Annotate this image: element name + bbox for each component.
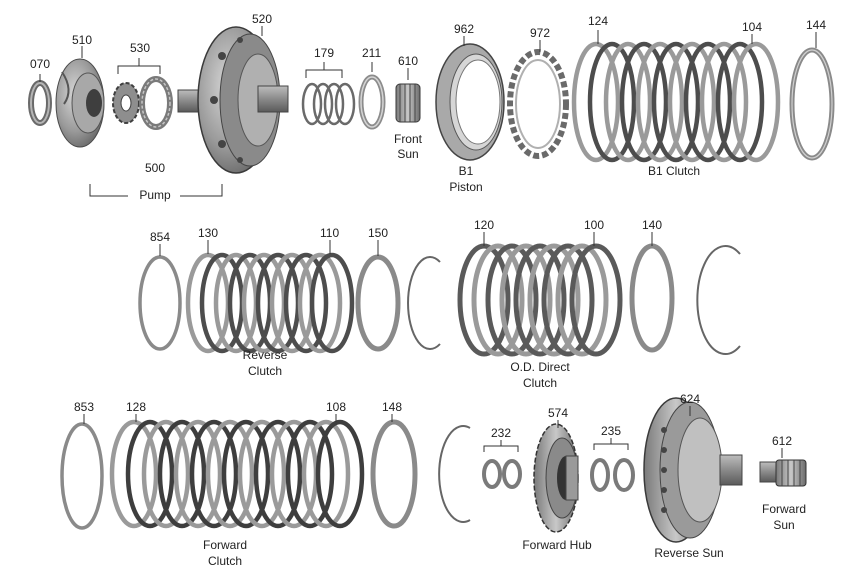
part-140-pressure-plate — [629, 243, 675, 353]
name-b1-piston-line1: B1 — [458, 164, 474, 178]
label-520: 520 — [252, 12, 273, 26]
label-108: 108 — [326, 400, 347, 414]
od-direct-snap-ring — [696, 245, 741, 355]
name-forward-sun-line2: Sun — [773, 518, 795, 532]
label-179: 179 — [314, 46, 335, 60]
label-128: 128 — [126, 400, 147, 414]
name-pump: Pump — [139, 188, 171, 202]
part-forward-clutch-pack — [109, 419, 365, 529]
name-reverse-clutch-line1: Reverse — [242, 348, 288, 362]
name-forward-clutch-line2: Clutch — [207, 554, 242, 568]
label-120: 120 — [474, 218, 495, 232]
name-reverse-sun: Reverse Sun — [654, 546, 724, 560]
part-144-pressure-plate — [789, 47, 835, 161]
part-150-pressure-plate — [355, 254, 401, 352]
part-b1-clutch-pack — [571, 41, 781, 163]
label-854: 854 — [150, 230, 171, 244]
label-232: 232 — [491, 426, 512, 440]
forward-clutch-snap-ring — [438, 425, 471, 523]
name-front-sun-line1: Front — [393, 132, 422, 146]
name-forward-clutch-line1: Forward — [202, 538, 247, 552]
part-972-return-spring — [507, 49, 569, 159]
part-624-reverse-sun-drum — [643, 397, 743, 543]
label-110: 110 — [320, 226, 340, 240]
label-144: 144 — [806, 18, 827, 32]
name-reverse-clutch-line2: Clutch — [247, 364, 282, 378]
part-612-forward-sun — [759, 459, 807, 487]
reverse-clutch-snap-ring — [407, 256, 441, 350]
label-130: 130 — [198, 226, 219, 240]
part-962-b1-piston — [435, 43, 505, 161]
label-070: 070 — [30, 57, 51, 71]
part-574-forward-hub — [533, 423, 579, 533]
label-148: 148 — [382, 400, 403, 414]
name-forward-hub: Forward Hub — [522, 538, 592, 552]
name-front-sun-line2: Sun — [397, 147, 419, 161]
label-610: 610 — [398, 54, 419, 68]
label-530: 530 — [130, 41, 151, 55]
part-510-pump-cover — [55, 58, 105, 148]
label-574: 574 — [548, 406, 569, 420]
label-624: 624 — [680, 392, 701, 406]
part-211-thrust-ring — [358, 74, 386, 130]
label-235: 235 — [601, 424, 622, 438]
part-reverse-clutch-pack — [185, 252, 355, 354]
part-854-plate — [138, 255, 182, 351]
part-610-front-sun — [395, 83, 421, 123]
part-070-washer — [28, 80, 52, 126]
label-140: 140 — [642, 218, 663, 232]
label-853: 853 — [74, 400, 95, 414]
part-179-seal-rings — [301, 82, 356, 126]
name-od-direct-line2: Clutch — [522, 376, 557, 390]
label-124: 124 — [588, 14, 609, 28]
part-530-pump-gears — [112, 76, 173, 130]
label-150: 150 — [368, 226, 389, 240]
label-500: 500 — [145, 161, 166, 175]
label-100: 100 — [584, 218, 605, 232]
label-962: 962 — [454, 22, 475, 36]
part-148-pressure-plate — [370, 419, 418, 529]
part-520-pump-body — [177, 26, 289, 174]
part-235-thrust-washers — [590, 458, 635, 492]
name-od-direct-line1: O.D. Direct — [510, 360, 570, 374]
pump-bracket-left — [89, 184, 128, 197]
label-510: 510 — [72, 33, 93, 47]
name-b1-clutch: B1 Clutch — [647, 164, 701, 178]
part-od-direct-clutch-pack — [457, 243, 623, 357]
label-104: 104 — [742, 20, 763, 34]
label-211: 211 — [362, 46, 382, 60]
label-612: 612 — [772, 434, 793, 448]
pump-bracket-right — [180, 184, 223, 197]
name-b1-piston-line2: Piston — [449, 180, 483, 194]
part-232-thrust-washers — [482, 459, 522, 489]
label-972: 972 — [530, 26, 551, 40]
part-853-plate — [60, 422, 104, 530]
name-forward-sun-line1: Forward — [761, 502, 806, 516]
